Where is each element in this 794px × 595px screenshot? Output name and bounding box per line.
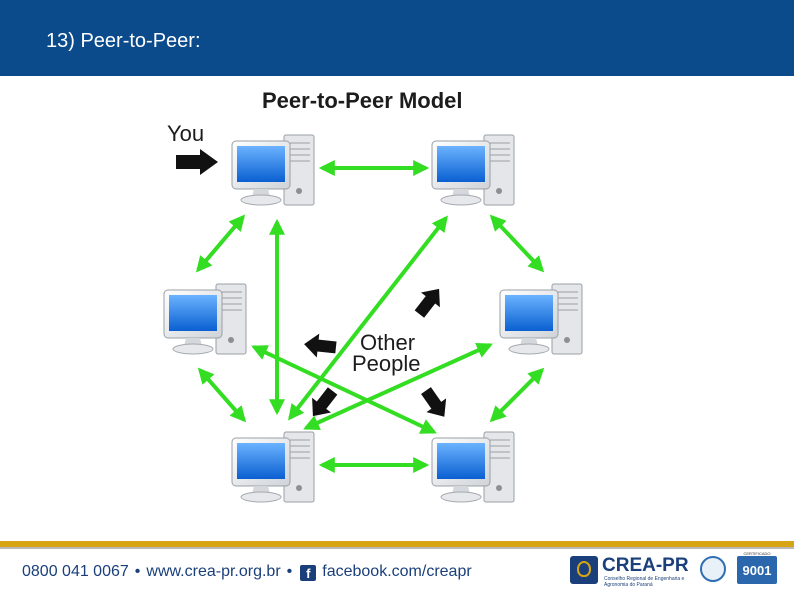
crea-logo-subtext: Conselho Regional de Engenharia e Agrono… (604, 576, 685, 588)
slide-title: 13) Peer-to-Peer: (46, 30, 201, 52)
connection-midleft-bottomleft (197, 367, 247, 423)
connection-topright-midright (489, 214, 545, 273)
crea-logo-text: CREA-PR (602, 555, 689, 576)
computer-mid-left (163, 283, 247, 355)
footer-phone: 0800 041 0067 (22, 563, 129, 580)
facebook-icon: f (300, 565, 317, 581)
other-label-line2: People (352, 351, 421, 376)
other-arrow-up (414, 288, 440, 318)
computer-top-left (231, 134, 315, 206)
iso-cert-badge: 9001 (737, 556, 777, 584)
footer-bullet: • (286, 563, 293, 580)
you-label: You (167, 121, 204, 146)
diagram-title: Peer-to-Peer Model (262, 88, 463, 113)
other-arrow-left (304, 333, 337, 358)
connection-topright-bottomleft (288, 215, 448, 421)
footer-grey-line (0, 547, 794, 549)
computer-bottom-right (431, 431, 515, 503)
certification-seal-icon (700, 556, 726, 582)
footer-facebook[interactable]: facebook.com/creapr (322, 563, 472, 580)
connection-topleft-midleft (195, 214, 246, 273)
computer-top-right (431, 134, 515, 206)
connection-midright-bottomright (489, 367, 545, 423)
computer-mid-right (499, 283, 583, 355)
you-arrow (176, 149, 218, 175)
footer-website[interactable]: www.crea-pr.org.br (146, 563, 281, 580)
cert-top-text: CERTIFICADO (743, 551, 771, 556)
connection-midright-bottomleft (303, 342, 493, 431)
computer-bottom-left (231, 431, 315, 503)
footer-gold-line (0, 541, 794, 547)
header-bar (0, 0, 794, 76)
crea-emblem-icon (570, 556, 598, 584)
other-arrow-down-right (421, 387, 447, 417)
footer-bullet: • (134, 563, 141, 580)
other-arrow-down-left (312, 387, 338, 417)
